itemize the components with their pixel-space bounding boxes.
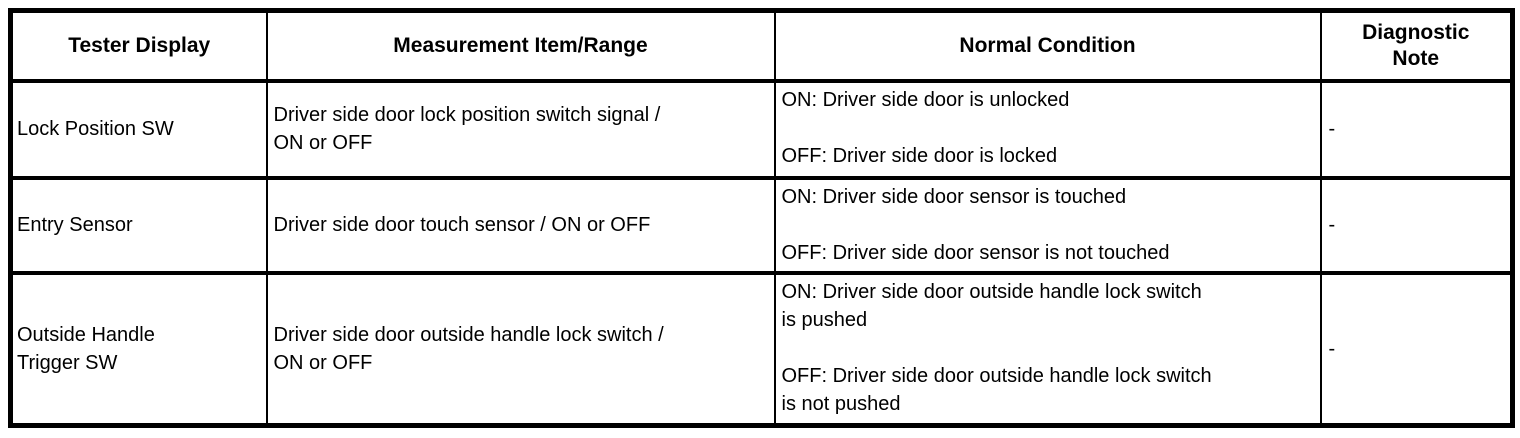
- col-header-measurement-item-range: Measurement Item/Range: [265, 8, 776, 83]
- tester-display-cell: Outside Handle Trigger SW: [9, 270, 268, 428]
- tester-display-cell: Entry Sensor: [9, 175, 268, 275]
- diagnostic-note-cell: -: [1319, 175, 1514, 275]
- tester-display-cell: Lock Position SW: [9, 78, 268, 180]
- measurement-item-range-cell: Driver side door outside handle lock swi…: [265, 270, 776, 428]
- diagnostic-note-cell: -: [1319, 78, 1514, 180]
- measurement-item-range-cell: Driver side door touch sensor / ON or OF…: [265, 175, 776, 275]
- normal-condition-cell: ON: Driver side door sensor is touched O…: [773, 175, 1322, 275]
- measurement-item-range-cell: Driver side door lock position switch si…: [265, 78, 776, 180]
- table-row: Lock Position SW Driver side door lock p…: [9, 78, 1514, 180]
- table-row: Outside Handle Trigger SW Driver side do…: [9, 270, 1514, 428]
- normal-condition-cell: ON: Driver side door is unlocked OFF: Dr…: [773, 78, 1322, 180]
- col-header-diagnostic-note: Diagnostic Note: [1319, 8, 1514, 83]
- data-monitor-table: Tester Display Measurement Item/Range No…: [8, 8, 1515, 428]
- header-row: Tester Display Measurement Item/Range No…: [9, 8, 1514, 83]
- col-header-normal-condition: Normal Condition: [773, 8, 1322, 83]
- diagnostic-note-cell: -: [1319, 270, 1514, 428]
- normal-condition-cell: ON: Driver side door outside handle lock…: [773, 270, 1322, 428]
- col-header-tester-display: Tester Display: [9, 8, 268, 83]
- table-row: Entry Sensor Driver side door touch sens…: [9, 175, 1514, 275]
